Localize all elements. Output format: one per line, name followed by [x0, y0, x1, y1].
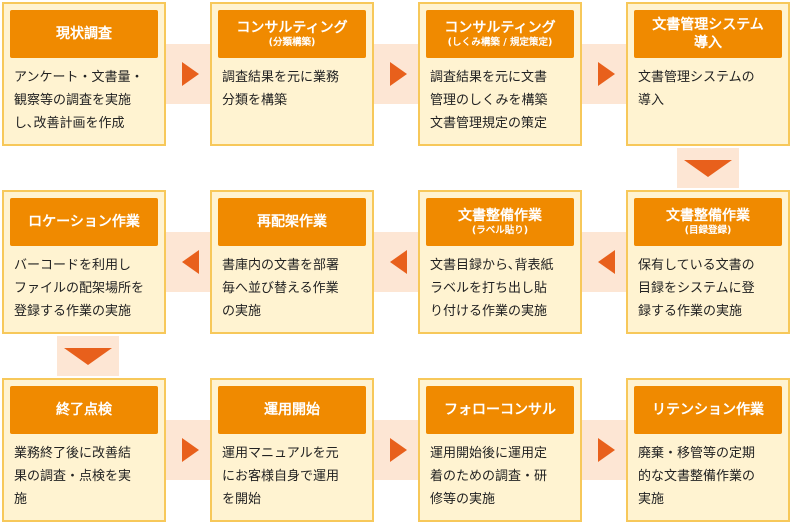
step-header: リテンション作業	[634, 386, 782, 434]
step-card: ロケーション作業 バーコードを利用し ファイルの配架場所を 登録する作業の実施	[2, 190, 166, 334]
step-line: 調査結果を元に業務	[222, 70, 340, 85]
step-card: 再配架作業 書庫内の文書を部署 毎へ並び替える作業 の実施	[210, 190, 374, 334]
arrow-right-icon	[598, 62, 615, 86]
step-line: 導入	[638, 93, 665, 108]
arrow-right-icon	[182, 438, 199, 462]
step-line: 文書目録から､背表紙	[430, 258, 554, 273]
step-card: フォローコンサル 運用開始後に運用定 着のための調査・研 修等の実施	[418, 378, 582, 522]
step-title: フォローコンサル	[444, 402, 556, 418]
step-line: にお客様自身で運用	[222, 469, 340, 484]
arrow-left-icon	[182, 250, 199, 274]
arrow-right-icon	[598, 438, 615, 462]
step-header: 運用開始	[218, 386, 366, 434]
step-card: 文書管理システム 導入 文書管理システムの 導入	[626, 2, 790, 146]
step-header: 終了点検	[10, 386, 158, 434]
step-description: 保有している文書の 目録をシステムに登 録する作業の実施	[638, 254, 784, 323]
step-line: 管理のしくみを構築	[430, 93, 548, 108]
step-line: 果の調査・点検を実	[14, 469, 132, 484]
step-line: 的な文書整備作業の	[638, 469, 756, 484]
step-card: 終了点検 業務終了後に改善結 果の調査・点検を実 施	[2, 378, 166, 522]
step-subtitle: (分類構築)	[268, 37, 316, 48]
step-line: 毎へ並び替える作業	[222, 281, 339, 296]
arrow-left-icon	[598, 250, 615, 274]
step-line: 観察等の調査を実施	[14, 93, 132, 108]
step-title: リテンション作業	[652, 402, 764, 418]
step-header: 文書管理システム 導入	[634, 10, 782, 58]
step-card: 文書整備作業 (目録登録) 保有している文書の 目録をシステムに登 録する作業の…	[626, 190, 790, 334]
step-title: コンサルティング	[236, 20, 348, 36]
step-title: 文書整備作業	[458, 208, 542, 224]
step-line: 着のための調査・研	[430, 469, 548, 484]
step-description: 業務終了後に改善結 果の調査・点検を実 施	[14, 442, 160, 511]
step-description: 運用マニュアルを元 にお客様自身で運用 を開始	[222, 442, 368, 511]
step-card: コンサルティング (しくみ構築 / 規定策定) 調査結果を元に文書 管理のしくみ…	[418, 2, 582, 146]
step-subtitle: (目録登録)	[684, 225, 732, 236]
step-title: 文書管理システム	[652, 17, 764, 33]
step-line: の実施	[222, 304, 262, 319]
arrow-down-icon	[64, 348, 112, 365]
step-title: 終了点検	[56, 402, 112, 418]
step-line: 書庫内の文書を部署	[222, 258, 340, 273]
step-line: ファイルの配架場所を	[14, 281, 145, 296]
step-title-line2: 導入	[694, 35, 722, 51]
step-description: 文書管理システムの 導入	[638, 66, 784, 112]
step-card: 現状調査 アンケート・文書量・ 観察等の調査を実施 し､改善計画を作成	[2, 2, 166, 146]
step-description: 調査結果を元に文書 管理のしくみを構築 文書管理規定の策定	[430, 66, 576, 135]
step-description: 文書目録から､背表紙 ラベルを打ち出し貼 り付ける作業の実施	[430, 254, 576, 323]
step-line: 文書管理システムの	[638, 70, 755, 85]
step-header: 現状調査	[10, 10, 158, 58]
step-title: コンサルティング	[444, 20, 556, 36]
step-line: 実施	[638, 492, 665, 507]
step-line: 業務終了後に改善結	[14, 446, 132, 461]
step-line: し､改善計画を作成	[14, 116, 125, 131]
step-description: 書庫内の文書を部署 毎へ並び替える作業 の実施	[222, 254, 368, 323]
step-line: 目録をシステムに登	[638, 281, 755, 296]
step-header: コンサルティング (分類構築)	[218, 10, 366, 58]
step-header: コンサルティング (しくみ構築 / 規定策定)	[426, 10, 574, 58]
step-card: 運用開始 運用マニュアルを元 にお客様自身で運用 を開始	[210, 378, 374, 522]
arrow-down-icon	[684, 160, 732, 177]
step-description: バーコードを利用し ファイルの配架場所を 登録する作業の実施	[14, 254, 160, 323]
step-title: 運用開始	[264, 402, 320, 418]
step-description: アンケート・文書量・ 観察等の調査を実施 し､改善計画を作成	[14, 66, 160, 135]
arrow-right-icon	[182, 62, 199, 86]
step-card: リテンション作業 廃棄・移管等の定期 的な文書整備作業の 実施	[626, 378, 790, 522]
step-line: 施	[14, 492, 28, 507]
step-line: 運用開始後に運用定	[430, 446, 548, 461]
step-title: 再配架作業	[257, 214, 327, 230]
step-card: コンサルティング (分類構築) 調査結果を元に業務 分類を構築	[210, 2, 374, 146]
step-line: 登録する作業の実施	[14, 304, 132, 319]
arrow-right-icon	[390, 62, 407, 86]
step-line: 運用マニュアルを元	[222, 446, 339, 461]
step-title: ロケーション作業	[28, 214, 140, 230]
step-description: 廃棄・移管等の定期 的な文書整備作業の 実施	[638, 442, 784, 511]
arrow-left-icon	[390, 250, 407, 274]
step-header: 再配架作業	[218, 198, 366, 246]
step-line: ラベルを打ち出し貼	[430, 281, 548, 296]
step-line: を開始	[222, 492, 262, 507]
step-line: 保有している文書の	[638, 258, 755, 273]
step-line: り付ける作業の実施	[430, 304, 548, 319]
step-card: 文書整備作業 (ラベル貼り) 文書目録から､背表紙 ラベルを打ち出し貼 り付ける…	[418, 190, 582, 334]
step-line: バーコードを利用し	[14, 258, 132, 273]
step-header: フォローコンサル	[426, 386, 574, 434]
step-description: 運用開始後に運用定 着のための調査・研 修等の実施	[430, 442, 576, 511]
step-line: アンケート・文書量・	[14, 70, 144, 85]
step-line: 修等の実施	[430, 492, 496, 507]
arrow-right-icon	[390, 438, 407, 462]
step-header: ロケーション作業	[10, 198, 158, 246]
step-line: 分類を構築	[222, 93, 288, 108]
step-line: 廃棄・移管等の定期	[638, 446, 756, 461]
step-subtitle: (しくみ構築 / 規定策定)	[447, 37, 553, 48]
step-line: 調査結果を元に文書	[430, 70, 548, 85]
step-header: 文書整備作業 (目録登録)	[634, 198, 782, 246]
step-line: 録する作業の実施	[638, 304, 743, 319]
step-subtitle: (ラベル貼り)	[471, 225, 529, 236]
step-header: 文書整備作業 (ラベル貼り)	[426, 198, 574, 246]
step-description: 調査結果を元に業務 分類を構築	[222, 66, 368, 112]
step-title: 現状調査	[56, 26, 112, 42]
step-title: 文書整備作業	[666, 208, 750, 224]
step-line: 文書管理規定の策定	[430, 116, 548, 131]
